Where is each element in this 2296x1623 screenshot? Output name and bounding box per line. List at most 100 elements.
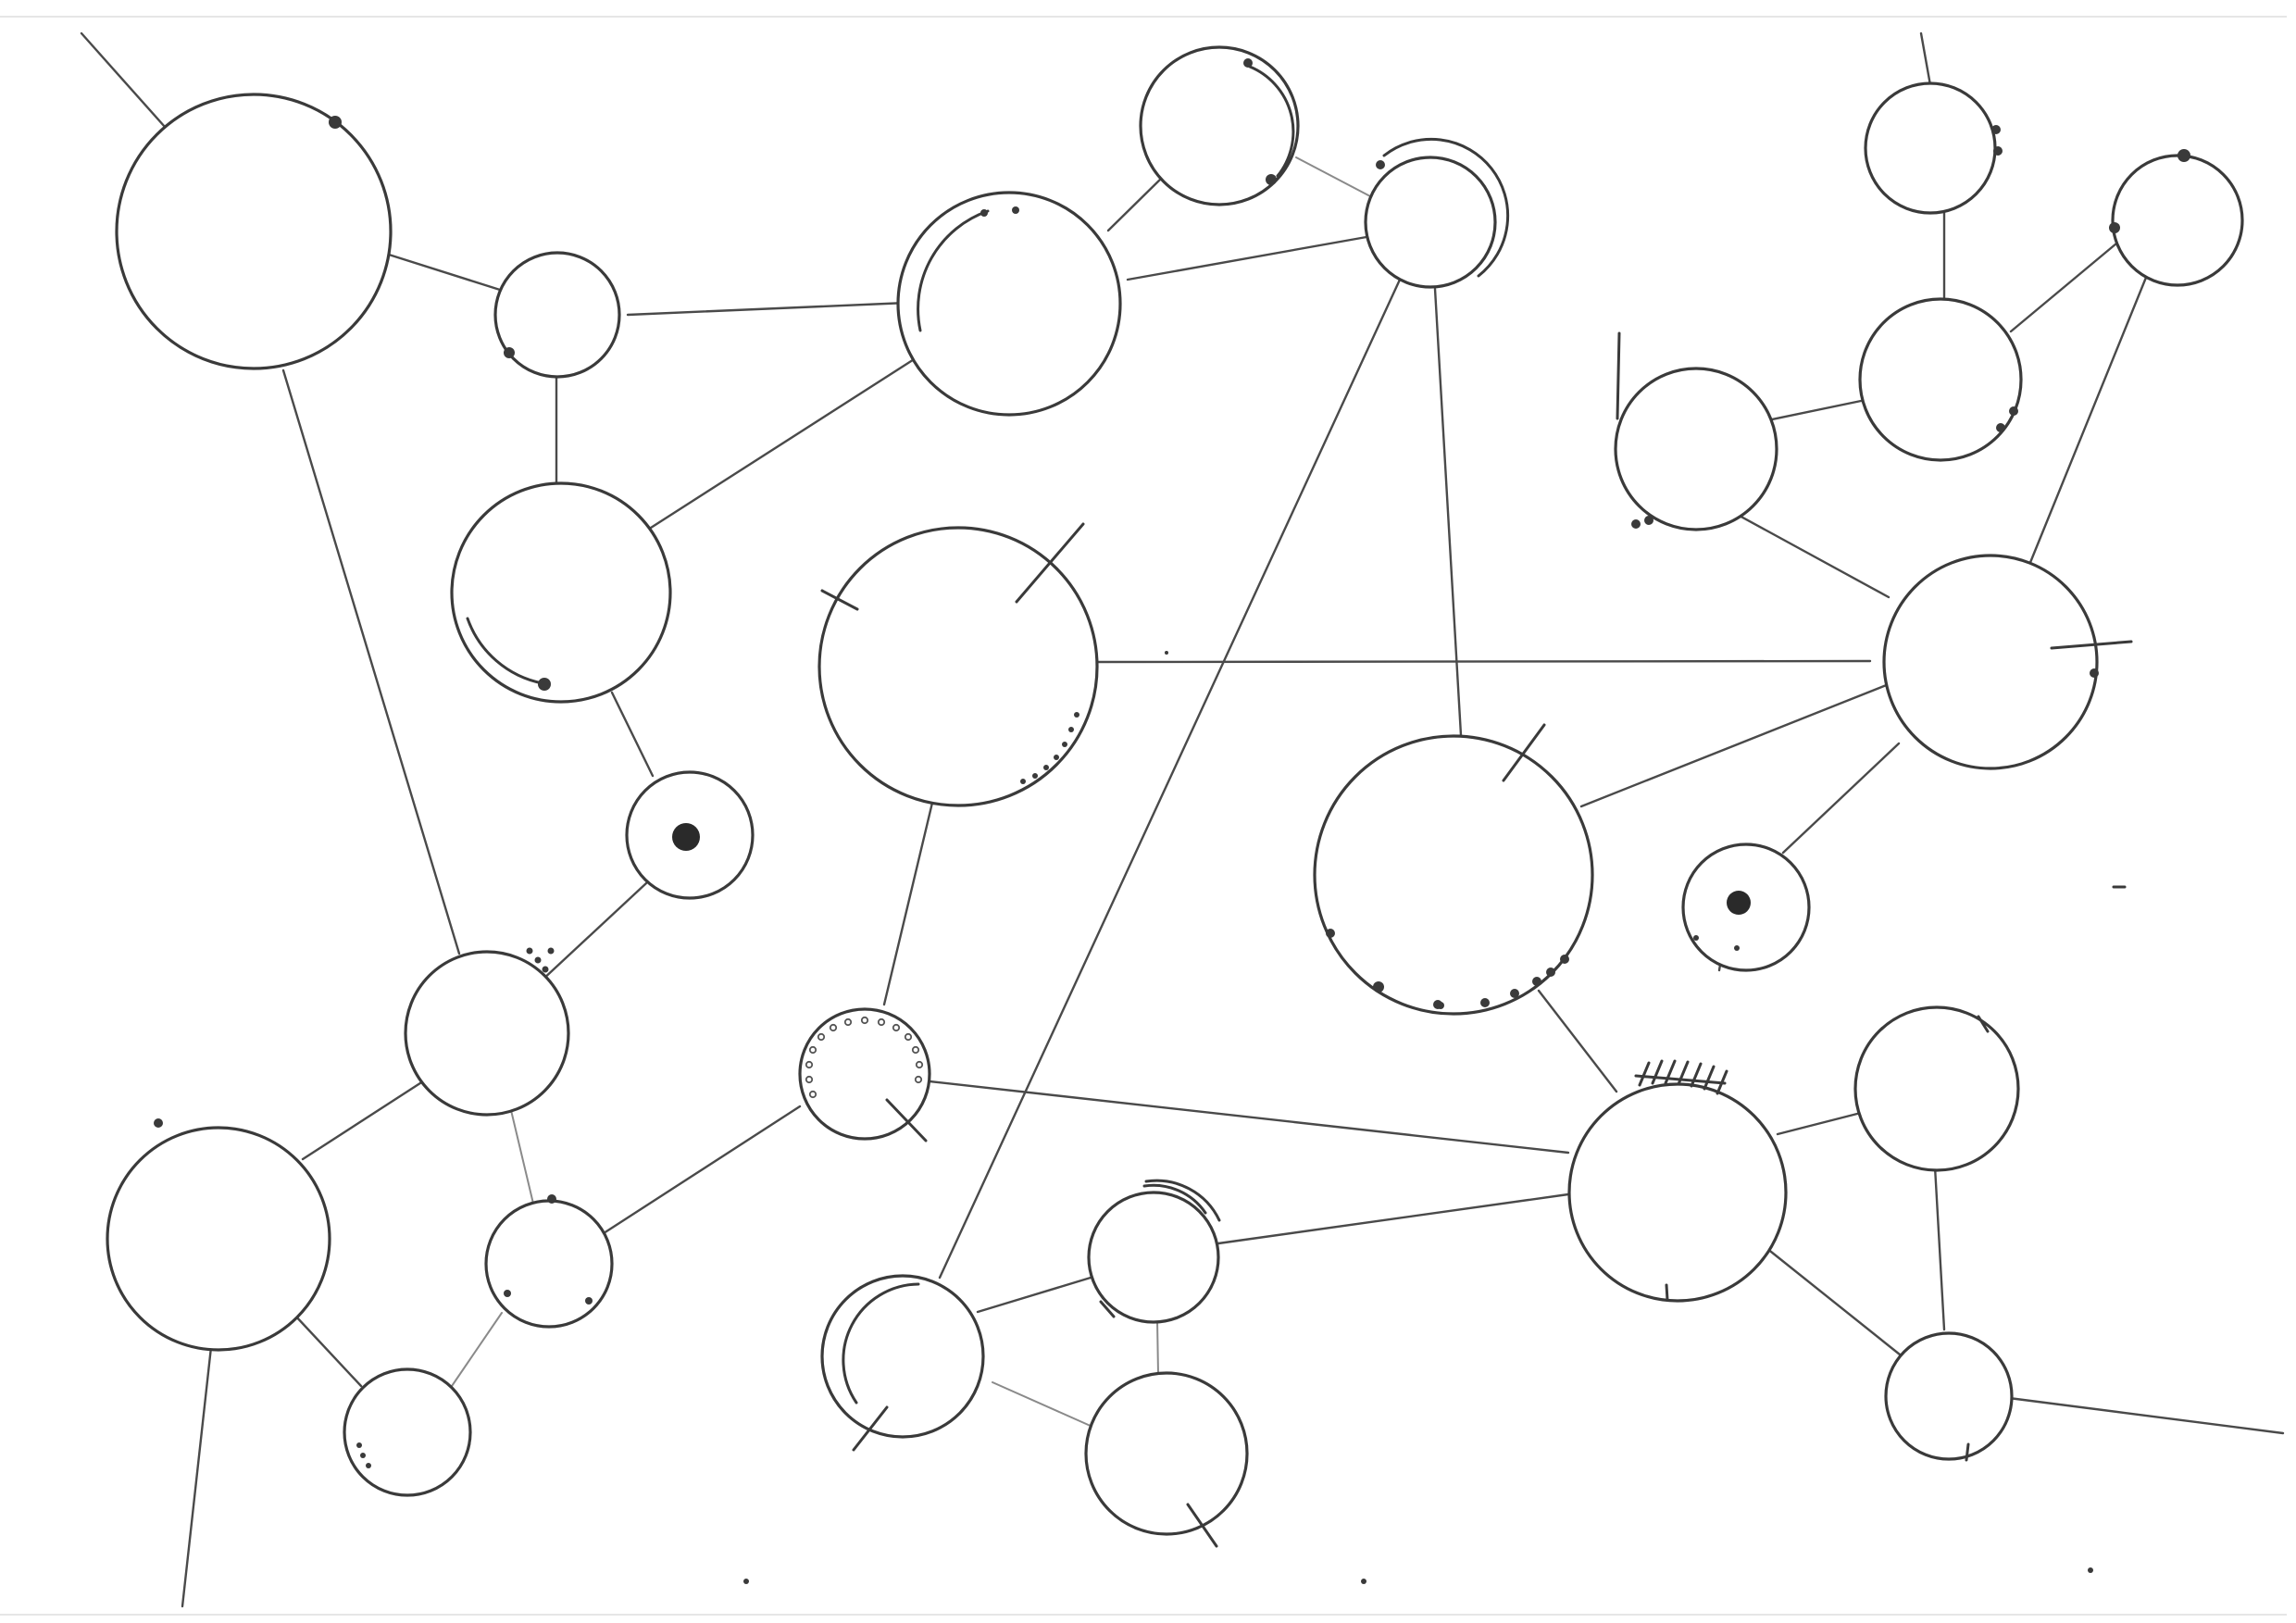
edge (938, 278, 1402, 1280)
node-dot (154, 1118, 163, 1128)
node-dot (1996, 423, 2005, 432)
node (1313, 734, 1594, 1016)
tick-mark (852, 1405, 889, 1452)
edge (1776, 1112, 1859, 1136)
edge (1433, 287, 1463, 737)
node-dot (1376, 160, 1385, 169)
node-dot (542, 966, 549, 973)
node (484, 1199, 614, 1329)
node-dot (1437, 1002, 1444, 1009)
node-dot (538, 678, 551, 691)
node-dot (1020, 779, 1026, 784)
edge (2007, 1396, 2285, 1435)
tick-mark (1502, 723, 1546, 782)
edge (2009, 242, 2118, 333)
edge (293, 1313, 363, 1388)
inner-arc (466, 617, 544, 685)
node-dot (1532, 977, 1541, 986)
inner-arc (1248, 65, 1295, 178)
node-dot (1993, 146, 2003, 156)
edge (610, 691, 655, 778)
node-dot (1043, 765, 1049, 770)
tick-mark (1015, 522, 1085, 604)
node (1864, 81, 1997, 215)
node-dot (1631, 519, 1641, 529)
node-marks (154, 58, 2190, 1584)
node (1364, 156, 1497, 289)
edge (1095, 659, 1872, 664)
node-dot (1012, 206, 1019, 214)
edge (181, 1345, 213, 1608)
tick-mark (820, 589, 859, 611)
edge (1919, 31, 1932, 87)
node (106, 1126, 331, 1352)
edge (1579, 682, 1890, 808)
speck (2088, 1567, 2093, 1573)
node-dot (1032, 773, 1038, 779)
node-dot (1326, 929, 1335, 938)
node-dot (366, 1463, 371, 1468)
hatch-marks (1634, 1059, 1728, 1095)
edge (281, 368, 461, 955)
node-dot (534, 956, 542, 964)
tick-mark (1099, 1300, 1116, 1318)
edge (2028, 257, 2155, 567)
node (1139, 45, 1300, 206)
edge (449, 1312, 503, 1390)
edge (80, 31, 167, 129)
edge (1217, 1192, 1570, 1245)
edge (1781, 742, 1901, 855)
node-dot (504, 1290, 511, 1297)
edge (919, 1079, 1570, 1155)
center-blob (1727, 891, 1751, 915)
node-dot (585, 1297, 593, 1305)
node-dot (356, 1442, 362, 1448)
node (1858, 297, 2023, 462)
edges (80, 31, 2285, 1608)
node-dot (2177, 149, 2190, 162)
node-dot (1373, 981, 1384, 993)
tick-mark (1616, 331, 1621, 420)
edge (1537, 989, 1618, 1093)
node-dot (1546, 968, 1555, 977)
edge (1126, 235, 1368, 281)
node (2111, 154, 2244, 287)
speck (1165, 651, 1168, 655)
tick-mark (1186, 1503, 1218, 1548)
tick-mark (1965, 1442, 1970, 1462)
edge (602, 1105, 802, 1235)
inner-arc (917, 209, 990, 332)
edge (1933, 1165, 1946, 1331)
node-dot (1062, 742, 1067, 747)
node-dot (526, 947, 533, 955)
speck (1361, 1579, 1366, 1584)
inner-arc (1142, 1183, 1207, 1215)
edge (1295, 156, 1371, 197)
node (450, 481, 672, 704)
edge (882, 801, 934, 1006)
inner-arc (1144, 1179, 1221, 1222)
node (1614, 367, 1778, 531)
node (404, 950, 570, 1117)
node (1884, 1331, 2014, 1461)
node-dot (360, 1453, 366, 1458)
node (1087, 1191, 1220, 1324)
edge (509, 1105, 534, 1205)
edge (649, 355, 920, 530)
node (115, 93, 393, 370)
node-dot (1074, 712, 1079, 718)
node-dot (1991, 125, 2001, 134)
edge (1106, 176, 1164, 232)
node-dot (504, 347, 515, 358)
node (1882, 554, 2099, 770)
node (493, 251, 621, 379)
node-dot (329, 116, 342, 129)
tick-mark (1977, 1015, 1990, 1033)
node (1567, 1082, 1788, 1303)
edge (1765, 1246, 1902, 1356)
node (896, 191, 1122, 417)
node-dot (1480, 998, 1490, 1007)
node-dot (1266, 174, 1277, 185)
edge (1156, 1319, 1159, 1375)
node-dot (1243, 58, 1253, 68)
